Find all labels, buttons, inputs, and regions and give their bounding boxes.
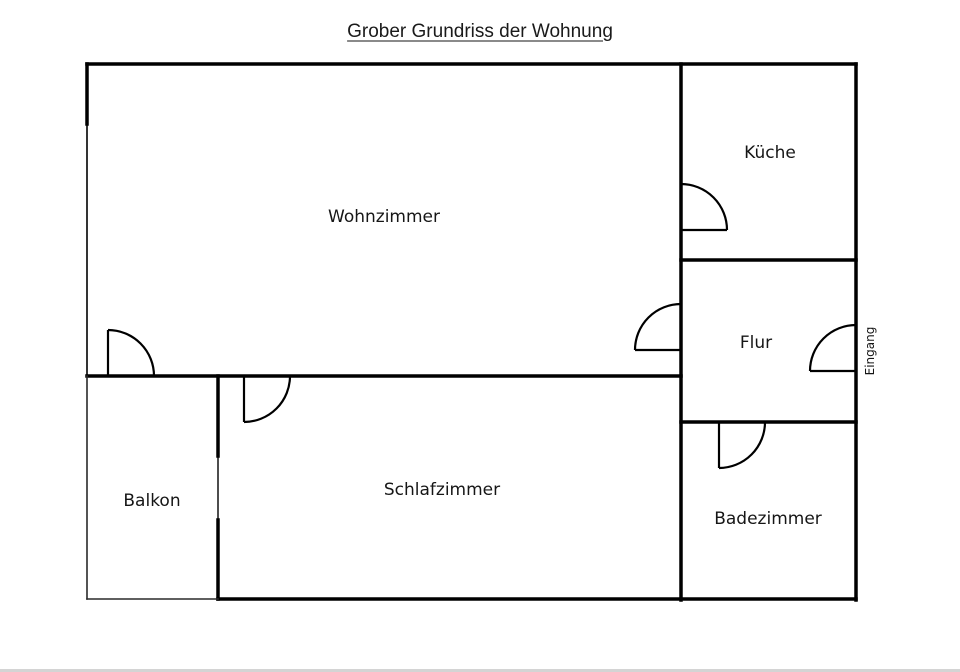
plan-title-text: Grober Grundriss der Wohnung (347, 21, 613, 42)
room-label-wohnzimmer: Wohnzimmer (328, 207, 440, 227)
door-wohnzimmer-flur (633, 302, 682, 352)
bottom-divider (0, 669, 960, 672)
entrance-label: Eingang (863, 326, 877, 376)
door-kueche (680, 182, 729, 232)
room-label-schlafzimmer: Schlafzimmer (383, 480, 501, 500)
room-label-flur: Flur (739, 333, 773, 353)
room-label-balkon: Balkon (123, 491, 181, 511)
door-badezimmer (717, 421, 767, 470)
plan-title: Grober Grundriss der Wohnung (0, 21, 960, 43)
door-entrance (808, 323, 857, 373)
room-label-badezimmer: Badezimmer (714, 509, 822, 529)
door-schlafzimmer (242, 375, 292, 424)
room-label-kueche: Küche (744, 143, 796, 163)
door-wohnzimmer-balkon (106, 328, 156, 377)
